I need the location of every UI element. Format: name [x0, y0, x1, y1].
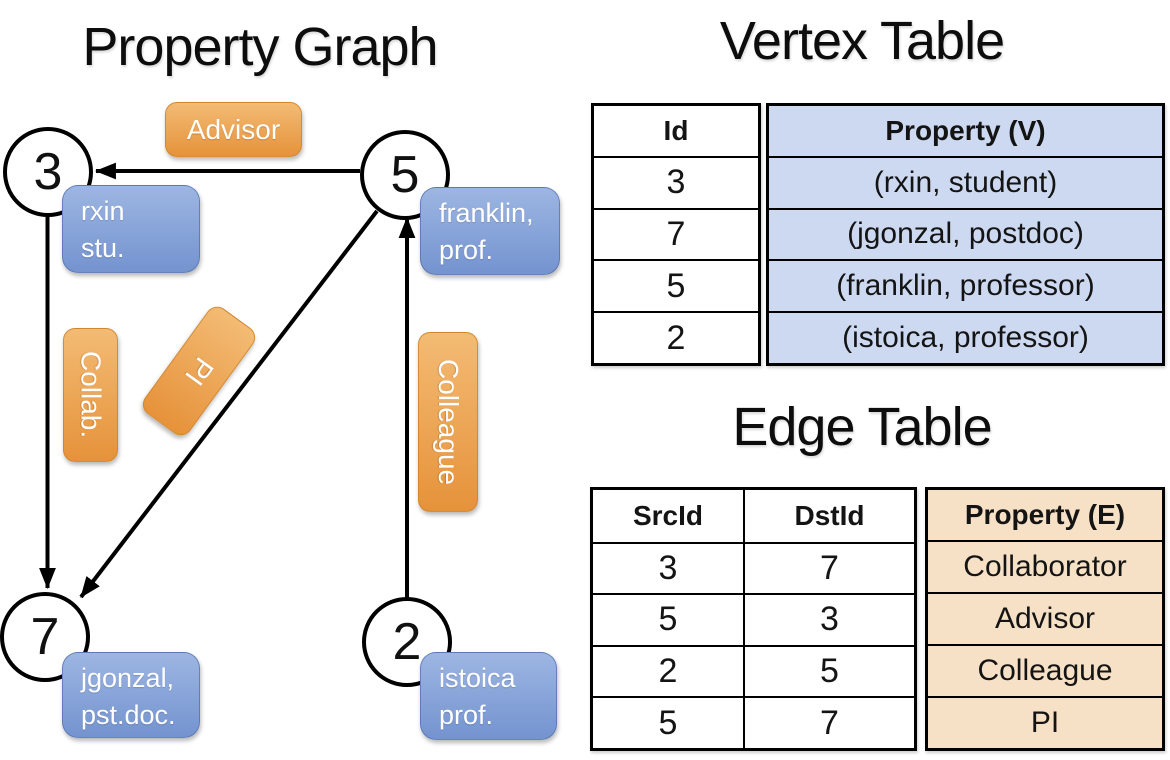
edge-property-cell: Collaborator: [928, 540, 1162, 592]
edge-label-colleague: Colleague: [418, 332, 478, 512]
vertex-id: 7: [30, 608, 60, 666]
vertex-table-property-column: Property (V) (rxin, student) (jgonzal, p…: [766, 103, 1165, 366]
edge-src-cell: 2: [593, 644, 743, 697]
edge-dst-cell: 3: [743, 593, 914, 645]
vertex-property-cell: (rxin, student): [769, 155, 1162, 208]
vertex-property-box-jgonzal: jgonzal, pst.doc.: [62, 652, 200, 738]
vertex-id-cell: 7: [594, 207, 758, 260]
edge-dst-cell: 5: [743, 644, 914, 697]
vertex-table: Id 3 7 5 2 Property (V) (rxin, student) …: [591, 103, 1165, 366]
edge-src-cell: 5: [593, 696, 743, 748]
edge-label-text: Advisor: [186, 113, 281, 145]
edge-table-title: Edge Table: [732, 397, 992, 457]
edge-src-cell: 5: [593, 593, 743, 645]
edge-pi-line-5-7: [79, 209, 379, 599]
edge-property-cell: PI: [928, 696, 1162, 748]
graph-edges: [39, 162, 416, 600]
property-graph-title: Property Graph: [82, 17, 438, 77]
vertex-id: 2: [392, 613, 422, 671]
vertex-property-box-franklin: franklin, prof.: [420, 187, 560, 275]
edge-dst-header: DstId: [743, 490, 914, 542]
vertex-id-cell: 2: [594, 311, 758, 363]
vertex-property-cell: (istoica, professor): [769, 311, 1162, 363]
edge-dst-cell: 7: [743, 696, 914, 748]
vertex-table-id-column: Id 3 7 5 2: [591, 103, 761, 366]
edge-label-text: Colleague: [433, 358, 464, 486]
vertex-property-box-rxin: rxin stu.: [62, 185, 200, 273]
vertex-property-header: Property (V): [769, 106, 1162, 156]
vertex-id: 3: [33, 143, 63, 201]
edge-dst-cell: 7: [743, 541, 914, 594]
edge-label-collab: Collab.: [63, 328, 118, 462]
vertex-id-cell: 3: [594, 155, 758, 208]
edge-src-cell: 3: [593, 541, 743, 594]
edge-table-id-columns: SrcId DstId 3 7 5 3 2 5 5 7: [590, 487, 917, 751]
edge-src-header: SrcId: [632, 499, 704, 531]
vertex-node-2: 2: [362, 597, 452, 687]
edge-property-cell: Advisor: [928, 592, 1162, 644]
vertex-id-header: Id: [663, 114, 689, 146]
edge-property-cell: Colleague: [928, 644, 1162, 696]
vertex-property-box-istoica: istoica prof.: [420, 652, 557, 740]
vertex-id: 5: [390, 146, 420, 204]
edge-label-advisor: Advisor: [165, 102, 302, 157]
vertex-property-cell: (franklin, professor): [769, 259, 1162, 312]
vertex-id-cell: 5: [594, 259, 758, 311]
vertex-table-title: Vertex Table: [719, 11, 1005, 71]
vertex-property-cell: (jgonzal, postdoc): [769, 207, 1162, 260]
edge-table: SrcId DstId 3 7 5 3 2 5 5 7 Property (E)…: [590, 487, 1165, 751]
edge-label-text: PI: [179, 351, 220, 392]
edge-property-header: Property (E): [928, 490, 1162, 540]
edge-table-property-column: Property (E) Collaborator Advisor Collea…: [925, 487, 1165, 751]
edge-label-text: Collab.: [75, 351, 107, 439]
